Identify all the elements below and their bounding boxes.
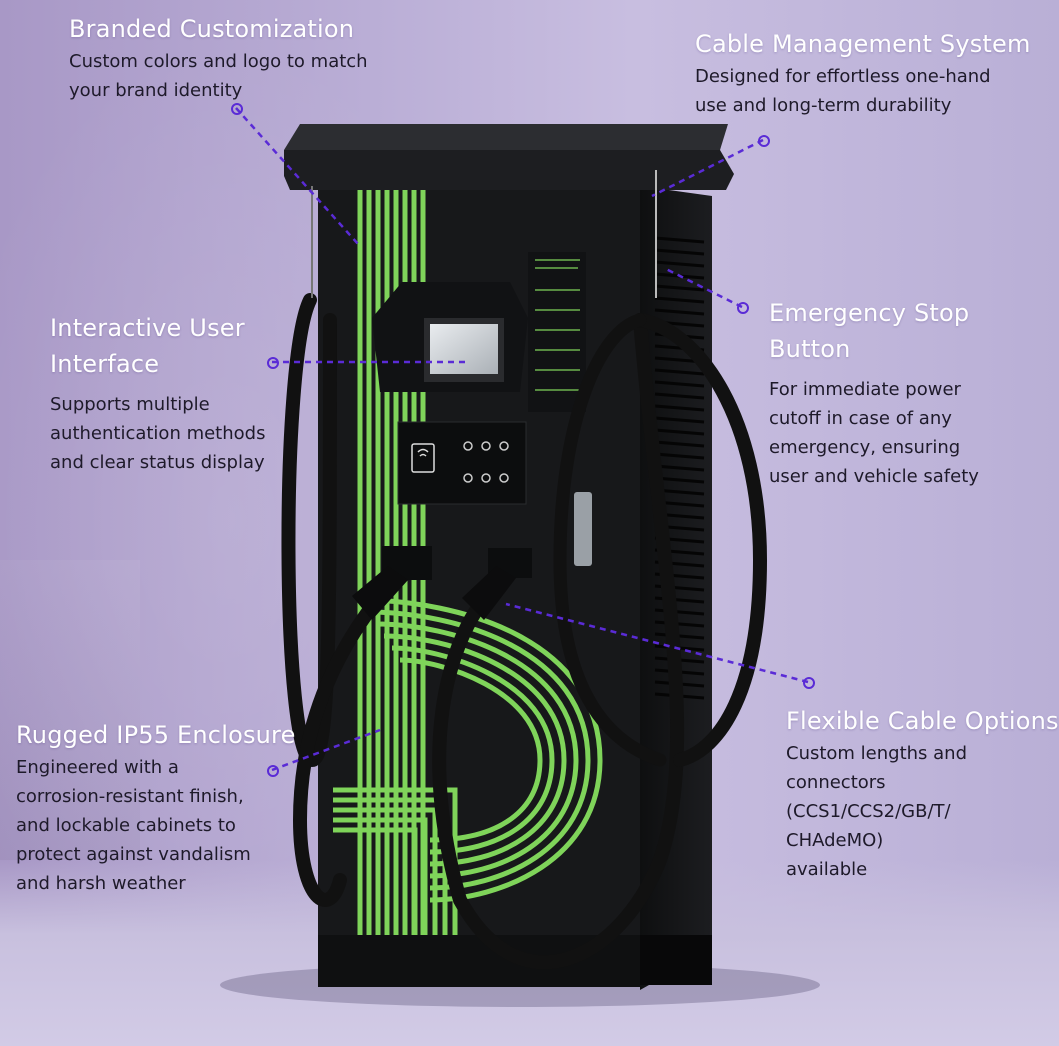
plinth-side (640, 935, 712, 985)
callout-dot-cable (758, 135, 770, 147)
callout-desc-line: protect against vandalism (16, 844, 251, 865)
rfid-card-icon (411, 443, 435, 473)
callout-branded-customization: Branded Customization Custom colors and … (69, 11, 429, 105)
callout-desc-line: emergency, ensuring (769, 437, 961, 458)
callout-dot-brand (231, 103, 243, 115)
callout-dot-ui (267, 357, 279, 369)
callout-desc-line: use and long-term durability (695, 95, 952, 116)
callout-title: Rugged IP55 Enclosure (16, 721, 296, 749)
callout-desc-line: cutoff in case of any (769, 408, 952, 429)
callout-desc-line: available (786, 859, 868, 880)
callout-dot-flex (803, 677, 815, 689)
callout-cable-management: Cable Management System Designed for eff… (695, 26, 1055, 120)
connector-heads (352, 566, 516, 620)
wall-corner (0, 560, 140, 860)
callout-desc-line: your brand identity (69, 80, 243, 101)
callout-desc-line: Custom lengths and (786, 743, 968, 764)
callout-title: Interactive User (50, 314, 245, 342)
callout-desc-line: and clear status display (50, 452, 265, 473)
callout-dot-rugged (267, 765, 279, 777)
callout-title: Interface (50, 350, 160, 378)
callout-desc-line: and harsh weather (16, 873, 186, 894)
callout-emergency-stop: Emergency Stop Button For immediate powe… (769, 295, 1039, 491)
canopy-top (284, 124, 728, 150)
callout-desc-line: Custom colors and logo to match (69, 51, 368, 72)
door-handle-icon (574, 492, 592, 566)
callout-title: Branded Customization (69, 15, 355, 43)
callout-desc-line: user and vehicle safety (769, 466, 979, 487)
callout-desc-line: Supports multiple (50, 394, 210, 415)
callout-title: Emergency Stop (769, 299, 970, 327)
callout-flexible-cables: Flexible Cable Options Custom lengths an… (786, 703, 1059, 884)
callout-desc-line: (CCS1/CCS2/GB/T/ (786, 801, 951, 822)
callout-title: Cable Management System (695, 30, 1031, 58)
callout-title: Flexible Cable Options (786, 707, 1059, 735)
callout-desc-line: authentication methods (50, 423, 266, 444)
callout-desc-line: Designed for effortless one-hand (695, 66, 991, 87)
info-label-text (535, 259, 580, 391)
callout-title: Button (769, 335, 851, 363)
callout-desc-line: connectors (786, 772, 886, 793)
callout-interactive-ui: Interactive User Interface Supports mult… (50, 310, 320, 477)
charging-cables (281, 293, 768, 970)
info-label (528, 252, 586, 412)
display-screen (430, 324, 498, 374)
canopy (284, 150, 734, 190)
leader-lines (235, 107, 809, 772)
callout-desc-line: Engineered with a (16, 757, 179, 778)
callout-rugged-enclosure: Rugged IP55 Enclosure Engineered with a … (16, 717, 306, 898)
callout-desc-line: For immediate power (769, 379, 961, 400)
status-led-icon (463, 441, 509, 483)
callout-desc-line: corrosion-resistant finish, (16, 786, 244, 807)
rfid-panel (397, 421, 527, 505)
callout-desc-line: and lockable cabinets to (16, 815, 236, 836)
callout-dot-stop (737, 302, 749, 314)
callout-desc-line: CHAdeMO) (786, 830, 884, 851)
